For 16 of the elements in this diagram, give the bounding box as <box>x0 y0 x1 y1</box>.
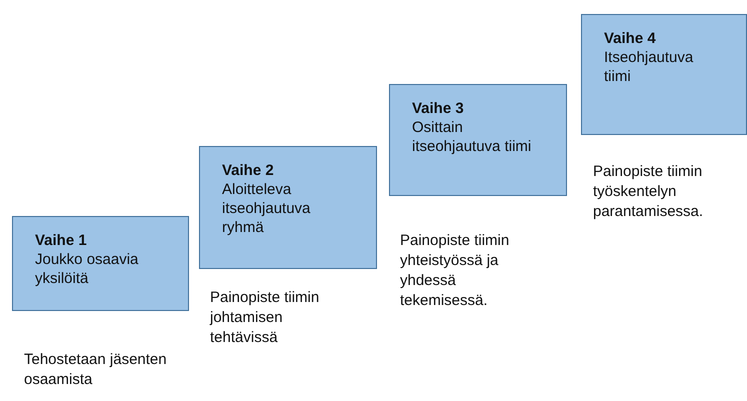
stage-focus-note: Painopiste tiimin yhteistyössä ja yhdessä tekemisessä. <box>400 231 510 311</box>
stage-heading: Vaihe 1 <box>35 231 88 250</box>
stage-title: Itseohjautuva tiimi <box>604 48 694 86</box>
stage-title: Joukko osaavia yksilöitä <box>35 250 140 288</box>
stage-title: Osittain itseohjautuva tiimi <box>412 118 532 156</box>
stage-heading: Vaihe 3 <box>412 99 465 118</box>
stage-box <box>389 84 567 196</box>
stage-heading: Vaihe 4 <box>604 29 657 48</box>
stage-title: Aloitteleva itseohjautuva ryhmä <box>222 180 312 237</box>
stage-box <box>12 216 189 311</box>
stage-heading: Vaihe 2 <box>222 161 275 180</box>
stage-focus-note: Tehostetaan jäsenten osaamista <box>24 350 168 390</box>
stage-focus-note: Painopiste tiimin johtamisen tehtävissä <box>210 288 320 348</box>
stage-focus-note: Painopiste tiimin työskentelyn parantamisessa. <box>593 162 704 222</box>
stage-box <box>199 146 377 269</box>
stage-box <box>581 14 747 135</box>
